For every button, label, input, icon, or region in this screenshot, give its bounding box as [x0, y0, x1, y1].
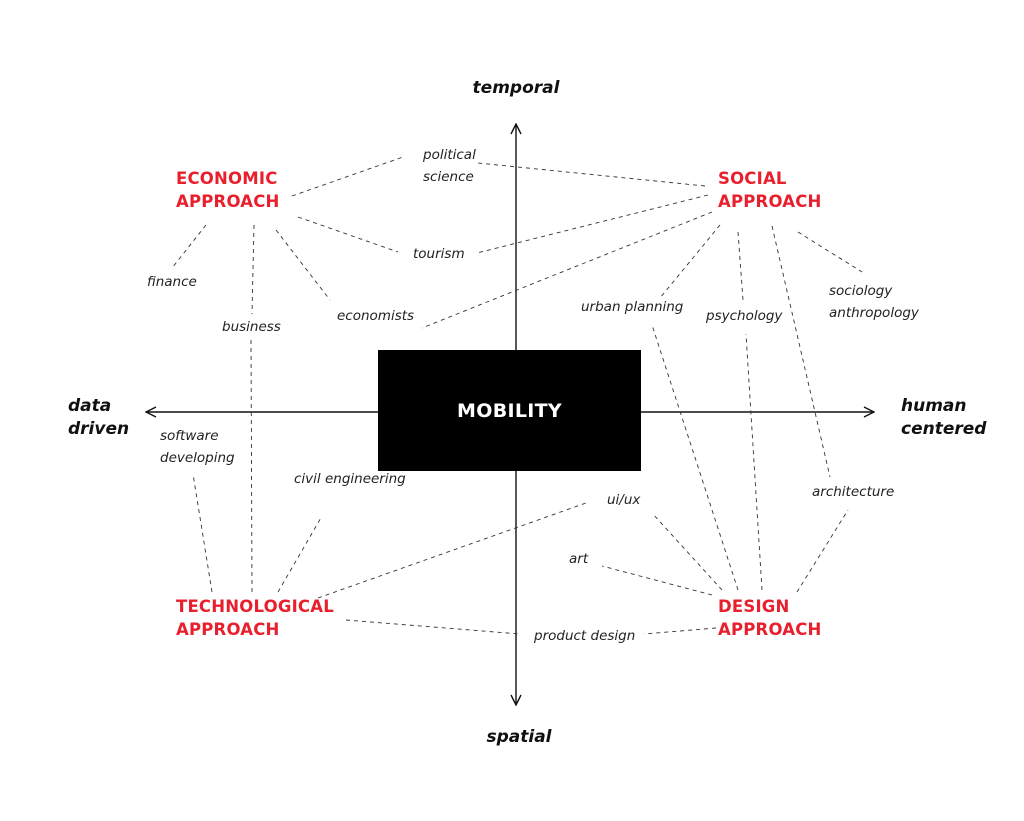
field-political-science: political science — [423, 147, 476, 185]
link-design-art — [601, 565, 713, 596]
field-urban-planning: urban planning — [581, 299, 684, 315]
field-tourism: tourism — [413, 246, 465, 262]
link-social-urban-planning — [659, 224, 721, 299]
approach-economic: ECONOMIC APPROACH — [176, 169, 280, 211]
axis-label-top: temporal — [472, 78, 560, 98]
field-software-developing: software developing — [160, 428, 235, 466]
axis-label-left: data driven — [68, 396, 130, 439]
link-economic-economists — [275, 229, 331, 301]
center-label: MOBILITY — [457, 399, 562, 422]
link-technological-product-design — [345, 619, 521, 635]
link-design-psychology — [745, 333, 763, 591]
link-economic-political-science — [291, 156, 404, 197]
link-economic-finance — [171, 224, 207, 269]
link-economic-tourism — [297, 216, 399, 253]
link-technological-software — [192, 473, 213, 593]
axis-label-bottom: spatial — [486, 727, 552, 747]
field-sociology-anthropology: sociology anthropology — [829, 283, 919, 321]
field-product-design: product design — [534, 628, 636, 644]
field-economists: economists — [337, 308, 415, 324]
field-ui-ux: ui/ux — [607, 492, 641, 508]
field-finance: finance — [147, 274, 197, 290]
approach-social: SOCIAL APPROACH — [718, 169, 822, 211]
link-technological-civil-engineering — [277, 515, 323, 593]
link-technological-ui-ux — [317, 502, 587, 599]
link-design-architecture — [796, 509, 849, 593]
link-technological-business — [250, 339, 253, 593]
link-design-ui-ux — [651, 512, 723, 591]
field-art: art — [569, 551, 589, 567]
field-business: business — [222, 319, 281, 335]
approach-technological: TECHNOLOGICAL APPROACH — [176, 597, 334, 639]
approach-design: DESIGN APPROACH — [718, 597, 822, 639]
link-design-product-design — [643, 627, 717, 635]
link-economic-business — [251, 224, 255, 315]
link-social-architecture — [771, 225, 831, 478]
link-social-psychology — [737, 231, 744, 301]
link-social-political-science — [477, 162, 706, 187]
field-architecture: architecture — [812, 484, 895, 500]
link-social-tourism — [476, 194, 709, 254]
field-psychology: psychology — [706, 308, 783, 324]
center-box — [378, 350, 641, 471]
field-civil-engineering: civil engineering — [294, 471, 406, 487]
axis-label-right: human centered — [901, 396, 987, 439]
link-social-sociology — [797, 231, 863, 273]
link-design-urban-planning — [651, 324, 739, 591]
